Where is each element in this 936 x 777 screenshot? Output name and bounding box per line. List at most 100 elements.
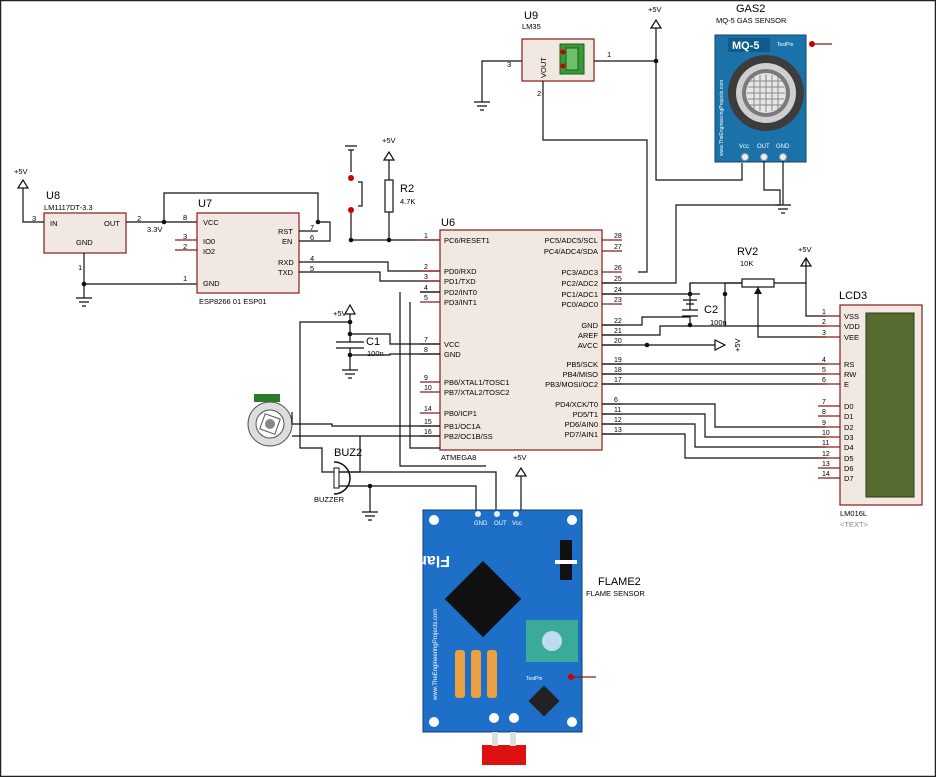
lcd-pin-number: 14 — [822, 471, 830, 478]
u8-pinnum-1: 1 — [78, 263, 82, 272]
power-5v-u9: +5V — [648, 5, 743, 181]
lcd-pin-number: 7 — [822, 399, 826, 406]
svg-text:EN: EN — [282, 237, 292, 246]
u6-pin-number: 3 — [424, 274, 428, 281]
lcd-display-lcd3[interactable]: LCD3 LM016L <TEXT> VSS1VDD2VEE3RS4RW5E6D… — [818, 290, 923, 529]
u7-part: ESP8266 01 ESP01 — [199, 297, 267, 306]
lcd-pin-label: RS — [844, 360, 854, 369]
svg-text:4: 4 — [310, 254, 314, 263]
svg-text:VOUT: VOUT — [539, 57, 548, 78]
capacitor-c1[interactable]: C1 100n — [336, 334, 384, 358]
svg-text:+5V: +5V — [382, 136, 396, 145]
u6-pin-number: 2 — [424, 264, 428, 271]
buzzer-buz2[interactable]: BUZ2 BUZZER — [314, 447, 362, 504]
u6-pin-label: PD3/INT1 — [444, 298, 477, 307]
lcd-pin-number: 8 — [822, 409, 826, 416]
svg-text:2: 2 — [183, 242, 187, 251]
u9-part: LM35 — [522, 22, 541, 31]
microcontroller-u6[interactable]: U6 ATMEGA8 PC6/RESET11PD0/RXD2PD1/TXD3PD… — [420, 217, 622, 462]
potentiometer-rv2[interactable]: RV2 10K — [724, 246, 826, 338]
svg-text:+5V: +5V — [14, 167, 28, 176]
svg-text:+5V: +5V — [333, 309, 347, 318]
c2-value: 100n — [710, 318, 727, 327]
u6-pin-label: PD0/RXD — [444, 267, 477, 276]
svg-text:IO0: IO0 — [203, 237, 215, 246]
u6-pin-label: AVCC — [578, 341, 599, 350]
u6-ref: U6 — [441, 217, 455, 229]
u6-pin-number: 14 — [424, 406, 432, 413]
svg-text:RST: RST — [278, 227, 293, 236]
u6-pin-number: 17 — [614, 377, 622, 384]
svg-text:GND: GND — [474, 521, 488, 527]
svg-text:www.TheEngineeringProjects.com: www.TheEngineeringProjects.com — [433, 609, 439, 701]
svg-text:+5V: +5V — [513, 453, 527, 462]
lcd-pin-label: D3 — [844, 433, 854, 442]
lcd-pin-label: D1 — [844, 412, 854, 421]
u6-pin-number: 20 — [614, 338, 622, 345]
svg-text:GND: GND — [203, 279, 220, 288]
svg-text:1: 1 — [183, 274, 187, 283]
u6-pin-number: 8 — [424, 347, 428, 354]
temp-sensor-u9[interactable]: U9 LM35 VOUT 3 2 1 — [507, 10, 611, 98]
svg-text:VCC: VCC — [203, 218, 219, 227]
u6-pin-label: PD4/XCK/T0 — [555, 400, 598, 409]
svg-text:IO2: IO2 — [203, 247, 215, 256]
svg-text:3: 3 — [507, 60, 511, 69]
u6-pin-number: 24 — [614, 287, 622, 294]
u6-pin-label: PD7/AIN1 — [565, 430, 598, 439]
flame-sensor[interactable]: GND OUT Vcc Flame Sensor www.TheEngineer… — [345, 509, 596, 765]
power-5v-flame: +5V — [513, 453, 528, 510]
u7-ref: U7 — [198, 198, 212, 210]
svg-text:+5V: +5V — [798, 245, 812, 254]
u6-pin-label: PC3/ADC3 — [561, 268, 598, 277]
u8-part: LM1117DT-3.3 — [44, 203, 93, 212]
u6-pin-number: 5 — [424, 295, 428, 302]
r2-ref: R2 — [400, 183, 414, 195]
u6-pin-label: PD5/T1 — [573, 410, 598, 419]
wifi-module-u7[interactable]: U7 ESP8266 01 ESP01 VCC IO0 IO2 GND RST … — [175, 198, 314, 306]
svg-text:Vcc: Vcc — [739, 144, 749, 150]
c1-value: 100n — [367, 349, 384, 358]
u6-pin-label: PC2/ADC2 — [561, 279, 598, 288]
u6-pin-number: 7 — [424, 337, 428, 344]
reset-switch[interactable] — [345, 145, 363, 240]
u6-pin-label: AREF — [578, 331, 598, 340]
regulator-u8[interactable]: U8 LM1117DT-3.3 IN OUT GND 3 2 1 — [32, 190, 141, 272]
lcd-pin-label: E — [844, 380, 849, 389]
r2-value: 4.7K — [400, 197, 415, 206]
u6-pin-label: PB4/MISO — [563, 370, 599, 379]
u6-pin-label: PB1/OC1A — [444, 422, 481, 431]
gas-sensor-mq5[interactable]: GAS2 MQ-5 GAS SENSOR MQ-5 TestPin www.Th… — [714, 3, 832, 163]
svg-text:GND: GND — [776, 144, 790, 150]
svg-text:8: 8 — [183, 213, 187, 222]
lcd-pin-number: 11 — [822, 440, 829, 447]
u6-pin-number: 15 — [424, 419, 432, 426]
lcd-ref: LCD3 — [839, 290, 867, 302]
u6-pin-number: 11 — [614, 407, 621, 414]
u6-pin-label: GND — [444, 350, 461, 359]
power-5v-avcc: +5V — [714, 338, 742, 352]
flame-ref: FLAME2 — [598, 576, 641, 588]
u6-pin-label: PB3/MOSI/OC2 — [545, 380, 598, 389]
lcd-text: <TEXT> — [840, 520, 869, 529]
svg-text:OUT: OUT — [757, 144, 770, 150]
net-label-3v3: 3.3V — [147, 225, 162, 234]
u8-pin-in: IN — [50, 219, 58, 228]
u8-pinnum-2: 2 — [137, 214, 141, 223]
resistor-r2[interactable]: +5V R2 4.7K — [382, 136, 415, 240]
lcd-pin-label: D2 — [844, 423, 854, 432]
u6-pin-label: PD1/TXD — [444, 277, 476, 286]
svg-text:5: 5 — [310, 264, 314, 273]
c1-ref: C1 — [366, 336, 380, 348]
u6-pin-number: 23 — [614, 297, 622, 304]
capacitor-c2[interactable]: C2 100n — [682, 283, 727, 327]
u6-pin-number: 28 — [614, 233, 622, 240]
gas-part: MQ-5 GAS SENSOR — [716, 16, 787, 25]
servo-motor[interactable] — [247, 394, 293, 447]
svg-text:TestPin: TestPin — [526, 676, 543, 682]
u6-pin-number: 1 — [424, 233, 428, 240]
svg-text:2: 2 — [537, 89, 541, 98]
u6-pin-number: 18 — [614, 367, 622, 374]
gas-logo: MQ-5 — [732, 40, 760, 52]
u6-pin-number: 16 — [424, 429, 432, 436]
